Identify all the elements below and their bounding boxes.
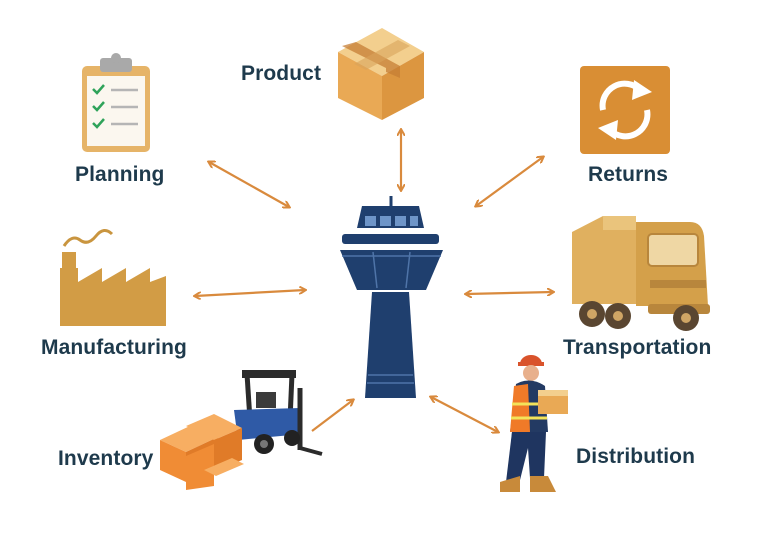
forklift-boxes-icon — [160, 370, 323, 490]
arrow-transportation — [466, 292, 553, 294]
arrow-manufacturing — [195, 290, 305, 296]
arrow-distribution — [431, 397, 498, 432]
checklist-clipboard-icon — [82, 53, 150, 152]
cardboard-box-icon — [338, 28, 424, 120]
arrow-returns — [476, 157, 543, 206]
control-tower-icon — [340, 196, 443, 398]
arrow-planning — [209, 162, 289, 207]
label-manufacturing: Manufacturing — [41, 336, 187, 359]
arrow-inventory — [311, 400, 353, 432]
factory-icon — [60, 229, 166, 326]
label-distribution: Distribution — [576, 445, 696, 468]
label-product: Product — [241, 62, 322, 85]
label-inventory: Inventory — [58, 447, 154, 470]
delivery-worker-icon — [500, 355, 568, 492]
label-planning: Planning — [75, 163, 165, 186]
connection-arrows — [195, 130, 553, 432]
label-returns: Returns — [588, 163, 669, 186]
delivery-truck-icon — [572, 216, 710, 331]
returns-arrows-icon — [580, 66, 670, 154]
label-transportation: Transportation — [563, 336, 712, 359]
